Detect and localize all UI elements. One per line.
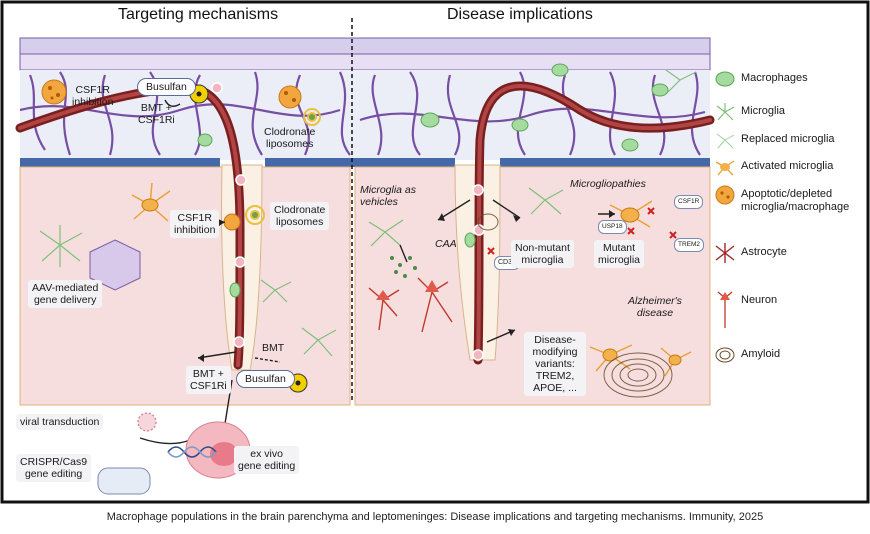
activated-microglia-bodies bbox=[141, 198, 682, 366]
label-caa: CAA bbox=[435, 238, 457, 250]
amyloid-plaque bbox=[477, 213, 673, 398]
neuron-cells bbox=[368, 277, 453, 333]
activated-microglia-icon bbox=[714, 156, 736, 183]
label-crispr: CRISPR/Cas9 gene editing bbox=[16, 454, 92, 482]
aav-capsid-icon bbox=[89, 239, 141, 291]
liposome-icons bbox=[245, 108, 321, 225]
label-usp18-tag: USP18 bbox=[598, 220, 627, 234]
pia-bar-left bbox=[20, 158, 220, 167]
dna-helix-icon-2 bbox=[167, 446, 217, 458]
label-microgliopathies: Microgliopathies bbox=[570, 178, 646, 190]
label-csf1r-tag: CSF1R bbox=[674, 195, 704, 209]
left-panel-title: Targeting mechanisms bbox=[118, 6, 279, 23]
label-csf1r-inhibition-top: CSF1R inhibition bbox=[72, 84, 114, 108]
label-disease-modifying: Disease- modifying variants: TREM2, APOE… bbox=[524, 332, 586, 396]
label-non-mutant: Non-mutant microglia bbox=[511, 240, 574, 268]
arrowheads bbox=[198, 210, 615, 362]
pia-bar-mid bbox=[265, 158, 455, 167]
legend-label: Amyloid bbox=[741, 348, 781, 360]
label-clodronate-top: Clodronate liposomes bbox=[264, 126, 316, 150]
label-bmt-mid: BMT bbox=[262, 342, 285, 354]
label-csf1r-inhibition-mid: CSF1R inhibition bbox=[170, 210, 220, 238]
legend-label: Macrophages bbox=[741, 72, 808, 84]
label-microglia-vehicles: Microglia as vehicles bbox=[360, 184, 417, 208]
label-mutant: Mutant microglia bbox=[594, 240, 645, 268]
legend-label: Replaced microglia bbox=[741, 133, 835, 145]
label-alzheimers: Alzheimer's disease bbox=[628, 295, 682, 319]
pia-bar-right bbox=[500, 158, 710, 167]
figure-caption: Macrophage populations in the brain pare… bbox=[106, 511, 764, 523]
legend-label: Astrocyte bbox=[741, 246, 787, 258]
label-aav: AAV-mediated gene delivery bbox=[28, 280, 103, 308]
neuron-icon bbox=[714, 290, 736, 335]
microglia-icon bbox=[714, 101, 736, 128]
apoptotic-dots bbox=[48, 86, 296, 102]
legend-label: Microglia bbox=[741, 105, 786, 117]
label-clodronate-mid: Clodronate liposomes bbox=[270, 202, 330, 230]
label-ex-vivo: ex vivo gene editing bbox=[234, 446, 300, 474]
legend-label: Activated microglia bbox=[741, 160, 834, 172]
legend-label: Neuron bbox=[741, 294, 778, 306]
microglia-cells bbox=[39, 69, 697, 357]
astrocyte-icon bbox=[714, 242, 736, 269]
virus-icon bbox=[137, 412, 157, 432]
label-trem2-tag: TREM2 bbox=[674, 238, 705, 252]
apoptotic-cell-icon bbox=[714, 184, 736, 211]
label-busulfan-bottom: Busulfan bbox=[236, 370, 295, 388]
arachnoid-trabeculae bbox=[19, 71, 706, 156]
label-viral-transduction: viral transduction bbox=[16, 414, 104, 430]
amyloid-icon bbox=[714, 344, 736, 371]
right-panel-title: Disease implications bbox=[447, 6, 593, 23]
label-bmt-csf1ri-top: BMT + CSF1Ri bbox=[138, 102, 175, 126]
legend-label: Apoptotic/depleted microglia/macrophage bbox=[741, 188, 850, 213]
activated-microglia bbox=[131, 182, 692, 377]
vesicle-dots bbox=[390, 256, 417, 278]
dna-helix-icon bbox=[167, 446, 217, 458]
label-bmt-csf1ri-bottom: BMT + CSF1Ri bbox=[186, 366, 231, 394]
replaced-microglia-icon bbox=[714, 129, 736, 156]
macrophage-icon bbox=[714, 68, 736, 95]
crispr-cassette-icon bbox=[97, 467, 151, 495]
macrophage-cells bbox=[197, 63, 669, 298]
meninges-second-band bbox=[19, 53, 711, 71]
label-busulfan-top: Busulfan bbox=[137, 78, 196, 96]
apoptotic-cells bbox=[41, 79, 302, 231]
mutation-marks bbox=[487, 207, 677, 255]
neuron-bodies bbox=[376, 280, 439, 300]
blood-vessel-right-highlight bbox=[476, 84, 712, 362]
meninges-top-band bbox=[19, 37, 711, 55]
ex-vivo-nucleus bbox=[210, 442, 238, 466]
blood-vessel-left-highlight bbox=[18, 85, 243, 367]
